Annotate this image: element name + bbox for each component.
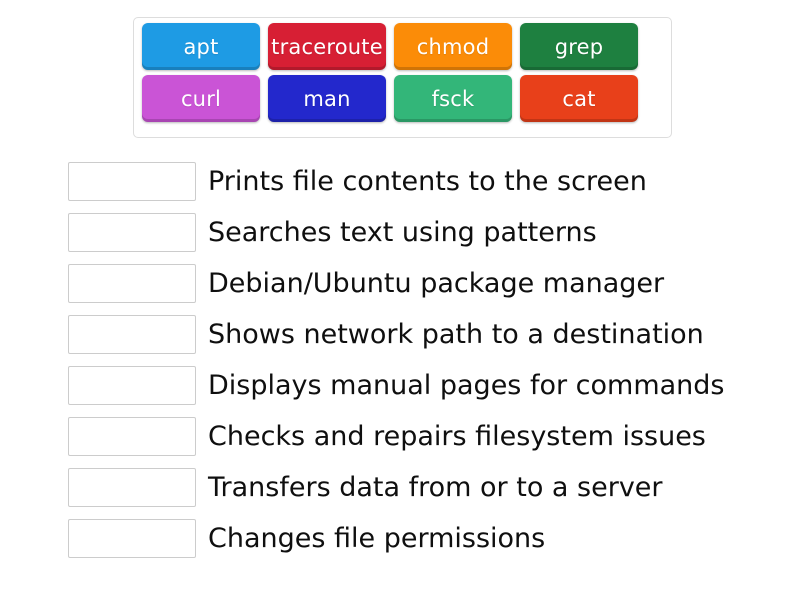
drop-zone-5[interactable] xyxy=(68,366,196,405)
answer-row: Debian/Ubuntu package manager xyxy=(0,258,800,309)
answer-row: Checks and repairs filesystem issues xyxy=(0,411,800,462)
definition-text: Shows network path to a destination xyxy=(208,318,704,350)
definition-text: Searches text using patterns xyxy=(208,216,597,248)
draggable-tile-curl[interactable]: curl xyxy=(142,75,260,122)
drop-zone-1[interactable] xyxy=(68,162,196,201)
answer-row: Prints file contents to the screen xyxy=(0,156,800,207)
definition-text: Checks and repairs filesystem issues xyxy=(208,420,706,452)
drop-zone-6[interactable] xyxy=(68,417,196,456)
definition-text: Prints file contents to the screen xyxy=(208,165,647,197)
drop-zone-8[interactable] xyxy=(68,519,196,558)
definition-text: Transfers data from or to a server xyxy=(208,471,663,503)
answer-row: Displays manual pages for commands xyxy=(0,360,800,411)
draggable-tile-man[interactable]: man xyxy=(268,75,386,122)
definition-text: Debian/Ubuntu package manager xyxy=(208,267,665,299)
drop-zone-2[interactable] xyxy=(68,213,196,252)
definition-text: Changes file permissions xyxy=(208,522,546,554)
draggable-tile-chmod[interactable]: chmod xyxy=(394,23,512,70)
answer-row: Searches text using patterns xyxy=(0,207,800,258)
drop-zone-4[interactable] xyxy=(68,315,196,354)
draggable-tile-fsck[interactable]: fsck xyxy=(394,75,512,122)
draggable-tile-traceroute[interactable]: traceroute xyxy=(268,23,386,70)
definition-text: Displays manual pages for commands xyxy=(208,369,725,401)
answer-row: Transfers data from or to a server xyxy=(0,462,800,513)
draggable-tile-apt[interactable]: apt xyxy=(142,23,260,70)
draggable-tile-cat[interactable]: cat xyxy=(520,75,638,122)
draggable-tile-grep[interactable]: grep xyxy=(520,23,638,70)
drop-zone-7[interactable] xyxy=(68,468,196,507)
answer-row: Changes file permissions xyxy=(0,513,800,564)
drop-zone-3[interactable] xyxy=(68,264,196,303)
answer-row: Shows network path to a destination xyxy=(0,309,800,360)
